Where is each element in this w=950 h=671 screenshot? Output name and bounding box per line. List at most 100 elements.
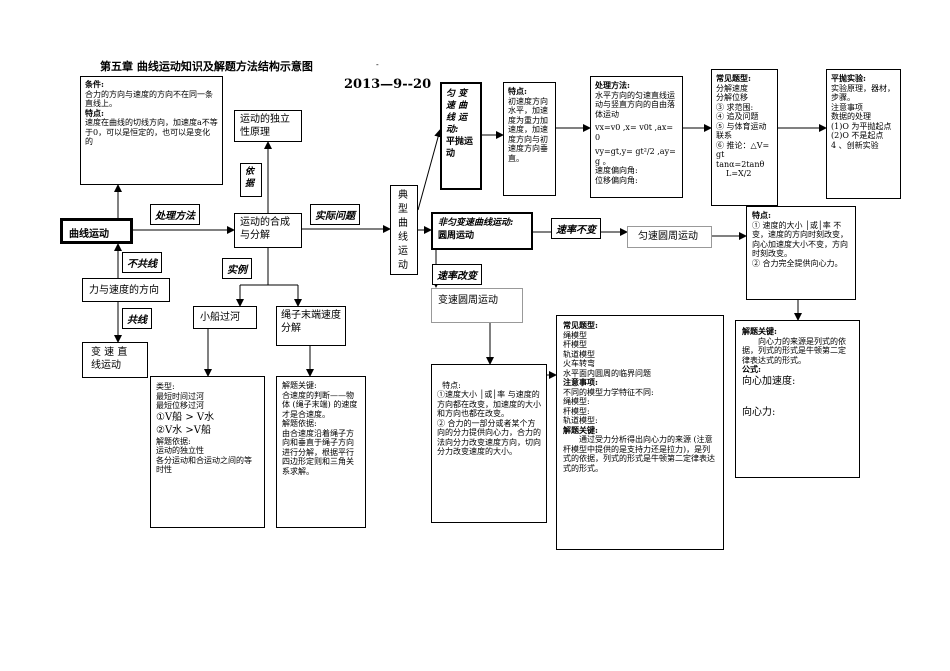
experiment-title: 平抛实验:: [831, 73, 866, 83]
boat-basis-2: 各分运动和合运动之间的等时性: [156, 455, 252, 475]
right-key-title: 解题关键:: [742, 326, 777, 336]
condition-box: 条件: 合力的方向与速度的方向不在同一条直线上。 特点: 速度在曲线的切线方向，…: [80, 76, 223, 185]
circ-key-text: 通过受力分析得出向心力的来源 (注意杆模型中提供的是支持力还是拉力)，是列式的依…: [563, 435, 715, 473]
date-label: 2013—9--20: [344, 77, 432, 92]
basis-label: 依据: [240, 163, 262, 197]
projectile-feature-text: 初速度方向水平，加速度为重力加速度，加速度方向与初速度方向垂直。: [508, 96, 548, 163]
uniform-circular-label: 匀速圆周运动: [638, 231, 698, 242]
right-key-box: 解题关键: 向心力的来源是列式的依据，列式的形式是牛顿第二定律表达式的形式。 公…: [735, 320, 860, 478]
rope-key-title: 解题关键:: [282, 381, 317, 390]
boat-type-2: 最短位移过河: [156, 401, 204, 410]
circ-note-3: 杆模型:: [563, 406, 590, 416]
typical-curve-node: 典型曲线运动: [390, 185, 418, 275]
rope-label: 绳子末端速度分解: [281, 310, 341, 334]
independence-label: 运动的独立性原理: [240, 114, 290, 138]
variable-circular-label: 变速圆周运动: [438, 295, 498, 306]
independence-node: 运动的独立性原理: [234, 110, 302, 142]
projectile-feature-box: 特点: 初速度方向水平，加速度为重力加速度，加速度方向与初速度方向垂直。: [503, 82, 556, 196]
common-item-5: ⑤ 与体育运动联系: [716, 121, 767, 141]
experiment-item-3: 数据的处理: [831, 112, 871, 121]
uniform-feature-title: 特点:: [752, 210, 771, 220]
synthesis-label: 运动的合成与分解: [240, 217, 290, 241]
circ-note-1: 不同的模型力学特征不同:: [563, 387, 654, 397]
feature-text: 速度在曲线的切线方向，加速度a不等于0，可以是恒定的，也可以是变化的: [85, 118, 218, 146]
projectile-node: 匀 变 速 曲 线 运 动: 平抛运动: [440, 82, 482, 190]
boat-case-1: ①V船 > V水: [156, 411, 215, 423]
synthesis-node: 运动的合成与分解: [234, 213, 302, 248]
boat-basis-1: 运动的独立性: [156, 446, 204, 455]
process-method-label: 处理方法: [150, 204, 200, 225]
variable-linear-label: 变 速 直 线运动: [91, 347, 128, 371]
projectile-name-label: 平抛运动: [446, 137, 474, 159]
centripetal-force-label: 向心力:: [742, 406, 776, 418]
method-eq-1: vx=v0 ,x= v0t ,ax=0: [595, 123, 674, 142]
boat-node: 小船过河: [193, 306, 257, 329]
centripetal-acc-label: 向心加速度:: [742, 375, 796, 387]
common-item-7: tanα=2tanθ: [716, 159, 765, 169]
experiment-item-6: 4 、创新实验: [831, 140, 879, 150]
projectile-experiment-box: 平抛实验: 实验原理，器材，步骤。 注意事项 数据的处理 (1)O 为平抛起点 …: [826, 69, 901, 199]
circular-common-box: 常见题型: 绳模型 杆模型 轨道模型 火车转弯 水平面内圆周的临界问题 注意事项…: [556, 315, 724, 550]
projectile-common-box: 常见题型: 分解速度 分解位移 ③ 求范围: ④ 追及问题 ⑤ 与体育运动联系 …: [711, 69, 778, 206]
boat-case-2: ②V水 >V船: [156, 424, 211, 436]
actual-problem-label: 实际问题: [310, 204, 360, 225]
common-item-3: ③ 求范围:: [716, 102, 754, 112]
projectile-type-label: 匀 变 速 曲 线 运 动:: [446, 89, 468, 135]
right-key-text: 向心力的来源是列式的依据，列式的形式是牛顿第二定律表达式的形式。: [742, 336, 846, 365]
variable-circular-node: 变速圆周运动: [431, 288, 523, 323]
page-title: 第五章 曲线运动知识及解题方法结构示意图: [100, 60, 313, 73]
circ-common-5: 水平面内圆周的临界问题: [563, 368, 651, 378]
projectile-method-box: 处理方法: 水平方向的匀速直线运动与竖直方向的自由落体运动 vx=v0 ,x= …: [590, 76, 683, 198]
experiment-item-2: 注意事项: [831, 102, 863, 112]
rope-key-text: 合速度的判断——物体 (绳子末端) 的速度才是合速度。: [282, 390, 358, 419]
variable-feature-box: 特点: ①速度大小 │或│率 与速度的方向都在改变，加速度的大小和方向也都在改变…: [431, 364, 547, 523]
common-title: 常见题型:: [716, 73, 751, 83]
common-item-2: 分解位移: [716, 93, 748, 102]
boat-type-title: 类型:: [156, 382, 175, 391]
boat-label: 小船过河: [200, 312, 240, 323]
formula-title: 公式:: [742, 364, 761, 374]
circ-common-1: 绳模型: [563, 330, 587, 340]
rope-basis-title: 解题依据:: [282, 419, 317, 428]
curve-motion-node: 曲线运动: [60, 218, 133, 244]
uniform-feature-box: 特点: ① 速度的大小 │或│率 不变，速度的方向时刻改变，向心加速度大小不变，…: [746, 206, 856, 300]
collinear-label: 共线: [122, 308, 152, 329]
circ-note-title: 注意事项:: [563, 377, 598, 387]
circular-type-label: 非匀变速曲线运动:: [438, 218, 514, 228]
circ-common-4: 火车转弯: [563, 359, 595, 368]
method-eq-3: 速度偏向角:: [595, 166, 638, 175]
feature-title: 特点:: [85, 107, 104, 118]
circ-key-title: 解题关键:: [563, 424, 598, 435]
uniform-feature-2: ② 合力完全提供向心力。: [752, 258, 843, 268]
method-eq-4: 位移偏向角:: [595, 175, 638, 185]
method-text: 水平方向的匀速直线运动与竖直方向的自由落体运动: [595, 90, 675, 119]
method-eq-2: vy=gt,y= gt²/2 ,ay=g 。: [595, 147, 676, 166]
typical-curve-label: 典型曲线运动: [398, 190, 408, 271]
circ-common-title: 常见题型:: [563, 320, 598, 330]
boat-detail-box: 类型: 最短时间过河 最短位移过河 ①V船 > V水 ②V水 >V船 解题依据:…: [150, 376, 265, 528]
method-title: 处理方法:: [595, 80, 630, 90]
circ-common-3: 轨道模型: [563, 349, 595, 359]
common-item-1: 分解速度: [716, 83, 748, 93]
common-item-6: ⑥ 推论：△V=gt: [716, 140, 770, 160]
circular-motion-node: 非匀变速曲线运动: 圆周运动: [431, 212, 533, 250]
projectile-feature-title: 特点:: [508, 86, 527, 96]
boat-basis-title: 解题依据:: [156, 436, 191, 446]
force-velocity-node: 力与速度的方向: [82, 278, 170, 302]
force-velocity-label: 力与速度的方向: [89, 285, 159, 296]
common-item-4: ④ 追及问题: [716, 112, 759, 121]
uniform-circular-node: 匀速圆周运动: [627, 226, 712, 248]
variable-linear-node: 变 速 直 线运动: [82, 342, 148, 378]
dash-mark: -: [376, 60, 379, 69]
condition-title: 条件:: [85, 79, 104, 89]
common-item-8: L=X/2: [726, 169, 752, 178]
not-collinear-label: 不共线: [122, 252, 162, 273]
condition-text: 合力的方向与速度的方向不在同一条直线上。: [85, 89, 213, 109]
circular-name-label: 圆周运动: [438, 231, 475, 241]
boat-type-1: 最短时间过河: [156, 391, 204, 401]
example-label: 实例: [222, 258, 252, 279]
variable-feature-text: 特点: ①速度大小 │或│率 与速度的方向都在改变，加速度的大小和方向也都在改变…: [437, 380, 541, 457]
uniform-feature-1: ① 速度的大小 │或│率 不变，速度的方向时刻改变，向心加速度大小不变，方向时刻…: [752, 220, 848, 259]
speed-constant-label: 速率不变: [551, 218, 601, 239]
